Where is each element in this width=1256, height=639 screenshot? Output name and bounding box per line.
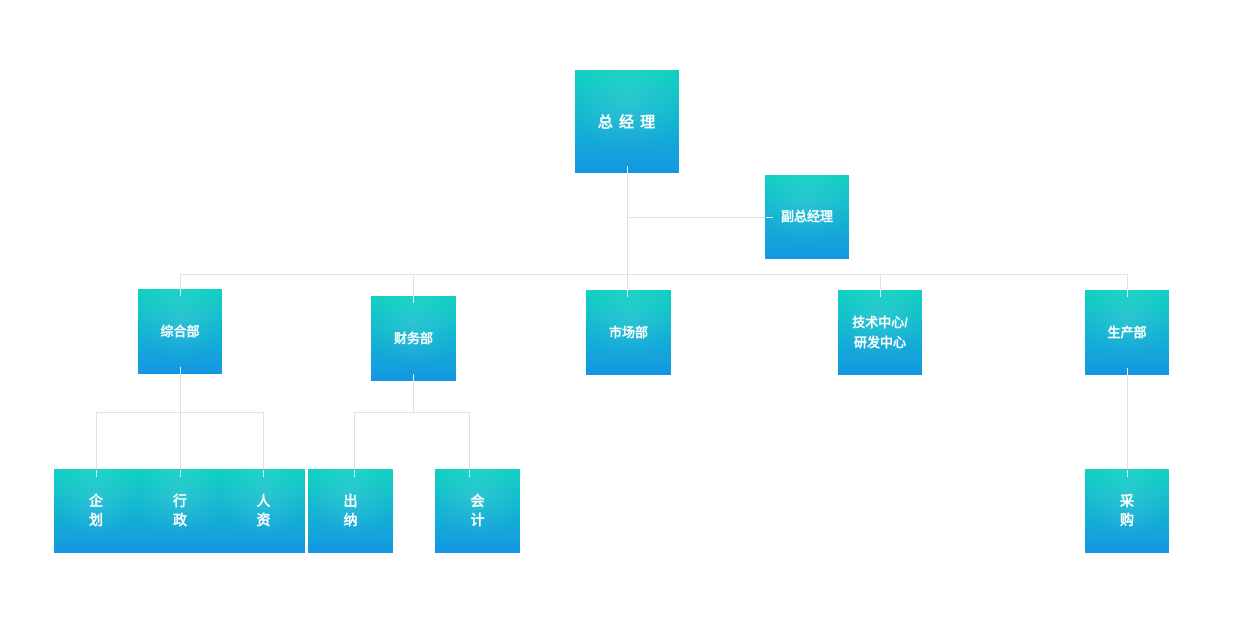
org-node-deputy-general-manager: 副总经理 <box>765 175 849 259</box>
org-node-tech-rnd-center: 技术中心/ 研发中心 <box>838 290 922 375</box>
org-node-purchasing: 采 购 <box>1085 469 1169 553</box>
org-node-administration: 行 政 <box>138 469 222 553</box>
org-node-marketing-dept: 市场部 <box>586 290 671 375</box>
org-node-finance-dept: 财务部 <box>371 296 456 381</box>
org-node-general-affairs-dept: 综合部 <box>138 289 222 374</box>
org-node-cashier: 出 纳 <box>308 469 393 553</box>
org-node-production-dept: 生产部 <box>1085 290 1169 375</box>
org-node-planning: 企 划 <box>54 469 138 553</box>
org-node-human-resources: 人 资 <box>222 469 305 553</box>
org-node-general-manager: 总 经 理 <box>575 70 679 173</box>
org-node-accounting: 会 计 <box>435 469 520 553</box>
